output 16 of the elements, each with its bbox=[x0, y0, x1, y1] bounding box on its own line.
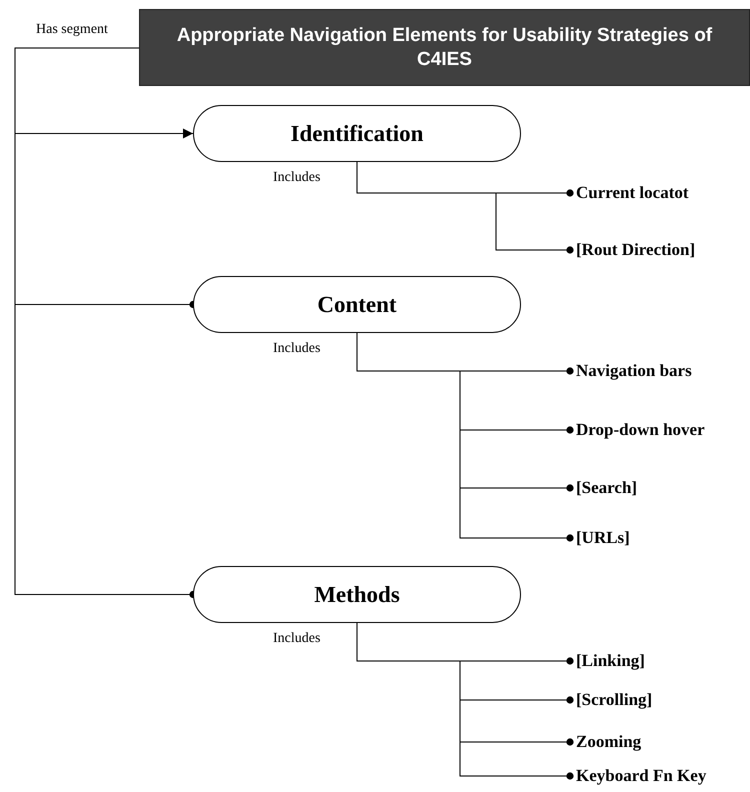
item-text: Zooming bbox=[570, 730, 745, 754]
item-text: Current locatot bbox=[570, 181, 745, 205]
item-text: Drop-down hover bbox=[570, 418, 748, 442]
item-text: [Scrolling] bbox=[570, 688, 745, 712]
item-text: Keyboard Fn Key bbox=[570, 764, 748, 788]
title-banner: Appropriate Navigation Elements for Usability Strategies of C4IES bbox=[139, 9, 750, 86]
item-text: [Linking] bbox=[570, 649, 745, 673]
connector bbox=[356, 162, 574, 254]
item-text: [Rout Direction] bbox=[570, 238, 745, 262]
rounded-box: Methods bbox=[193, 566, 521, 623]
rounded-box: Identification bbox=[193, 105, 521, 162]
item-text: Navigation bars bbox=[570, 359, 748, 383]
rounded-box: Content bbox=[193, 276, 521, 333]
edge-label: Has segment bbox=[34, 22, 110, 38]
item-text: [Search] bbox=[570, 476, 745, 500]
item-text: [URLs] bbox=[570, 526, 745, 550]
